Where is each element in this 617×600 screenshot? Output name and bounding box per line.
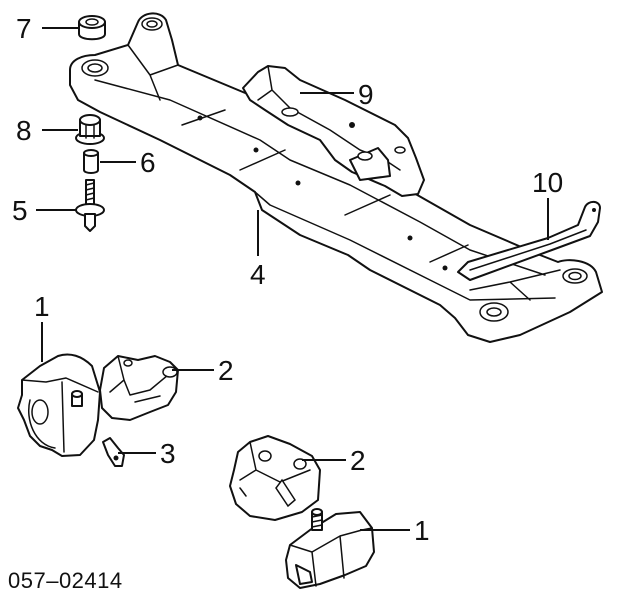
part-7-bore bbox=[85, 18, 99, 26]
callout-9: 9 bbox=[358, 79, 374, 110]
crossmember-mount-hole-left-inner bbox=[87, 63, 103, 73]
part-2-lower-hole bbox=[258, 450, 272, 462]
crossmember-outline bbox=[69, 12, 603, 343]
part-7 bbox=[78, 15, 106, 41]
callout-2-upper: 2 bbox=[218, 355, 234, 386]
part-6-top bbox=[83, 149, 99, 157]
part-1-lower-outline bbox=[285, 511, 375, 589]
crossmember-mount-hole-top-inner bbox=[146, 20, 158, 28]
callout-7: 7 bbox=[16, 13, 32, 44]
part-2-upper-outline bbox=[99, 355, 179, 421]
callouts: 7 8 6 5 4 9 10 1 2 3 2 1 bbox=[12, 13, 563, 546]
bracket-9-small-hole bbox=[349, 122, 355, 128]
callout-3: 3 bbox=[160, 438, 176, 469]
part-5-threads bbox=[85, 182, 95, 201]
part-1-left-stud-top bbox=[71, 390, 83, 398]
part-3 bbox=[102, 437, 125, 467]
part-2-lower-slot bbox=[275, 478, 296, 508]
part-6-body bbox=[83, 152, 99, 174]
crossmember-small-hole bbox=[442, 265, 448, 271]
crossmember-mount-hole-right-inner bbox=[486, 307, 502, 317]
callout-1-left: 1 bbox=[34, 291, 50, 322]
part-8 bbox=[75, 114, 105, 145]
callout-10: 10 bbox=[532, 167, 563, 198]
callout-2-lower: 2 bbox=[350, 445, 366, 476]
part-6 bbox=[83, 149, 99, 174]
part-2-lower-hole bbox=[293, 458, 307, 470]
diagram-code: 057–02414 bbox=[8, 568, 123, 593]
part-1-lower bbox=[285, 508, 375, 589]
crossmember-small-hole bbox=[407, 235, 413, 241]
callout-6: 6 bbox=[140, 147, 156, 178]
part-5-tip bbox=[84, 213, 96, 232]
callout-1-lower: 1 bbox=[414, 515, 430, 546]
crossmember-mount-hole-far-right-inner bbox=[568, 271, 582, 281]
part-2-upper-edge bbox=[109, 355, 169, 403]
bracket-9-hole bbox=[357, 151, 373, 161]
part-2-upper bbox=[99, 355, 179, 421]
bracket-9-hole bbox=[394, 146, 406, 154]
brace-10-hole bbox=[592, 208, 596, 212]
crossmember-small-hole bbox=[295, 180, 301, 186]
callout-4: 4 bbox=[250, 259, 266, 290]
leader-lines bbox=[36, 27, 549, 531]
brace-10-outline bbox=[457, 200, 601, 281]
part-2-upper-hole bbox=[123, 359, 133, 367]
callout-8: 8 bbox=[16, 115, 32, 146]
crossmember-flange-edge bbox=[254, 191, 556, 301]
crossmember-ribs bbox=[181, 109, 469, 263]
part-8-top bbox=[79, 114, 101, 126]
part-1-lower-stud-top bbox=[311, 508, 323, 516]
part-1-left-edge bbox=[21, 377, 99, 453]
part-1-left bbox=[17, 353, 101, 457]
crossmember-left-arm-edge bbox=[127, 44, 179, 101]
crossmember-small-hole bbox=[253, 147, 259, 153]
part-2-lower-edge bbox=[239, 441, 311, 497]
bracket-9 bbox=[242, 65, 425, 197]
part-1-lower-foot bbox=[295, 564, 313, 585]
callout-5: 5 bbox=[12, 195, 28, 226]
part-1-left-hole bbox=[31, 399, 49, 425]
part-1-left-outline bbox=[17, 353, 101, 457]
part-5 bbox=[75, 179, 105, 232]
part-3-hole bbox=[113, 455, 119, 461]
crossmember-top-face-edge bbox=[94, 79, 546, 276]
brace-10-edge bbox=[469, 229, 587, 271]
brace-10 bbox=[457, 200, 601, 281]
part-2-lower bbox=[229, 435, 321, 521]
part-3-outline bbox=[102, 437, 125, 467]
crossmember-small-hole bbox=[197, 115, 203, 121]
crossmember-right-arm-edge bbox=[469, 269, 561, 301]
bracket-9-hole bbox=[281, 107, 299, 117]
part-2-upper-hole bbox=[162, 366, 178, 378]
crossmember bbox=[69, 12, 603, 343]
